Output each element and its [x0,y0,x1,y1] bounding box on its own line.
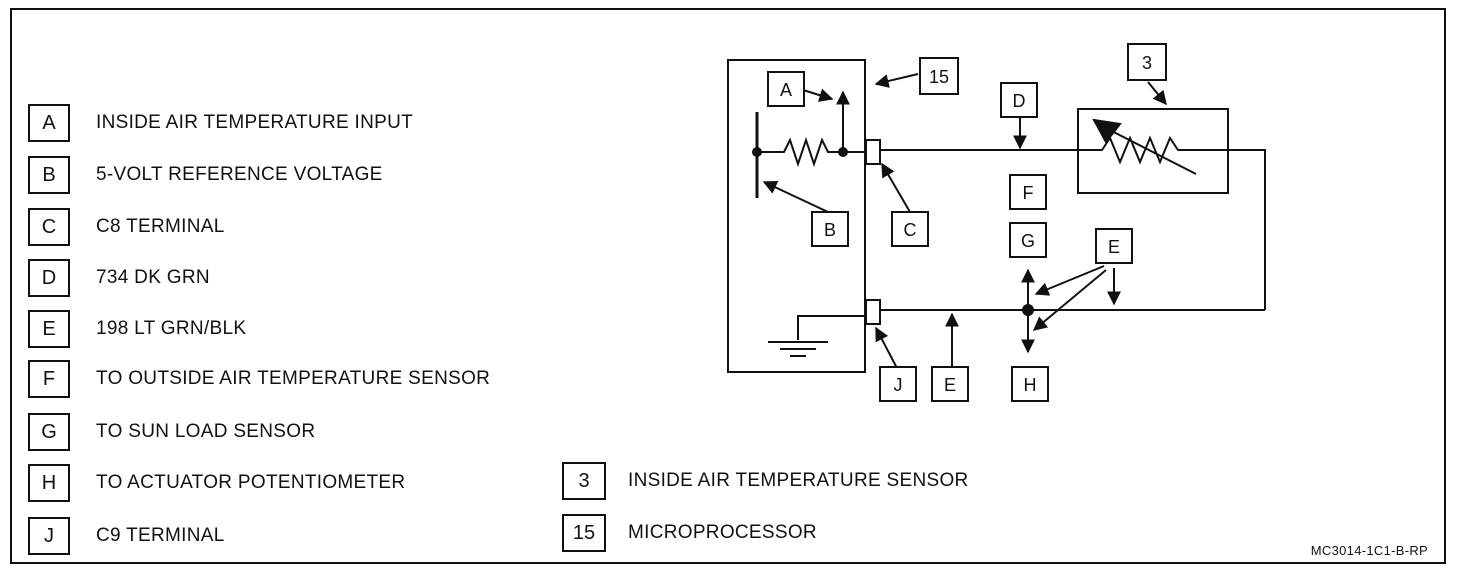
callout-box-15 [919,57,959,95]
sensor-resistor [1078,135,1266,310]
callout-box-g [1009,222,1047,258]
legend-text: 734 DK GRN [96,267,210,288]
callout-e: E [1108,237,1120,257]
callout-box-c [891,211,929,247]
legend-text: INSIDE AIR TEMPERATURE INPUT [96,112,414,133]
legend-text: TO SUN LOAD SENSOR [96,421,316,442]
legend-key-box: 3 [562,462,606,500]
microprocessor-box [727,59,866,373]
callout-box-e-lower [931,366,969,402]
callout-3: 3 [1142,53,1152,73]
legend-text: C8 TERMINAL [96,216,225,237]
callout-g: G [1021,231,1035,251]
legend-text: MICROPROCESSOR [628,522,817,543]
legend-text: TO OUTSIDE AIR TEMPERATURE SENSOR [96,368,491,389]
callout-box-f [1009,174,1047,210]
pullup-resistor [757,136,866,168]
diagram-frame [10,8,1446,564]
callout-c: C [904,220,917,240]
callout-box-a [767,71,805,107]
callout-e-lower: E [944,375,956,395]
legend-key-box: 15 [562,514,606,552]
legend-key-box: F [28,360,70,398]
callout-box-b [811,211,849,247]
node-dot [752,147,762,157]
ground-wire [797,315,866,340]
legend-key-box: B [28,156,70,194]
legend-key-box: H [28,464,70,502]
legend-key-box: J [28,517,70,555]
callout-15: 15 [929,67,949,87]
callout-h: H [1024,375,1037,395]
legend-key-box: D [28,259,70,297]
callout-box-3 [1127,43,1167,81]
legend-text: C9 TERMINAL [96,525,225,546]
callout-box-j [879,366,917,402]
legend-text: 198 LT GRN/BLK [96,318,247,339]
legend-text: INSIDE AIR TEMPERATURE SENSOR [628,470,969,491]
callout-a: A [780,80,792,100]
callout-d: D [1013,91,1026,111]
callout-box-h [1011,366,1049,402]
callout-box-d [1000,82,1038,118]
c9-terminal [865,299,881,325]
callout-box-e [1095,228,1133,264]
figure-id: MC3014-1C1-B-RP [1310,543,1428,558]
callout-b: B [824,220,836,240]
legend-text: 5-VOLT REFERENCE VOLTAGE [96,164,383,185]
legend-key-box: C [28,208,70,246]
legend-key-box: A [28,104,70,142]
c8-terminal [865,139,881,165]
legend-key-box: G [28,413,70,451]
legend-key-box: E [28,310,70,348]
callout-j: J [894,375,903,395]
legend-text: TO ACTUATOR POTENTIOMETER [96,472,406,493]
callout-f: F [1023,183,1034,203]
